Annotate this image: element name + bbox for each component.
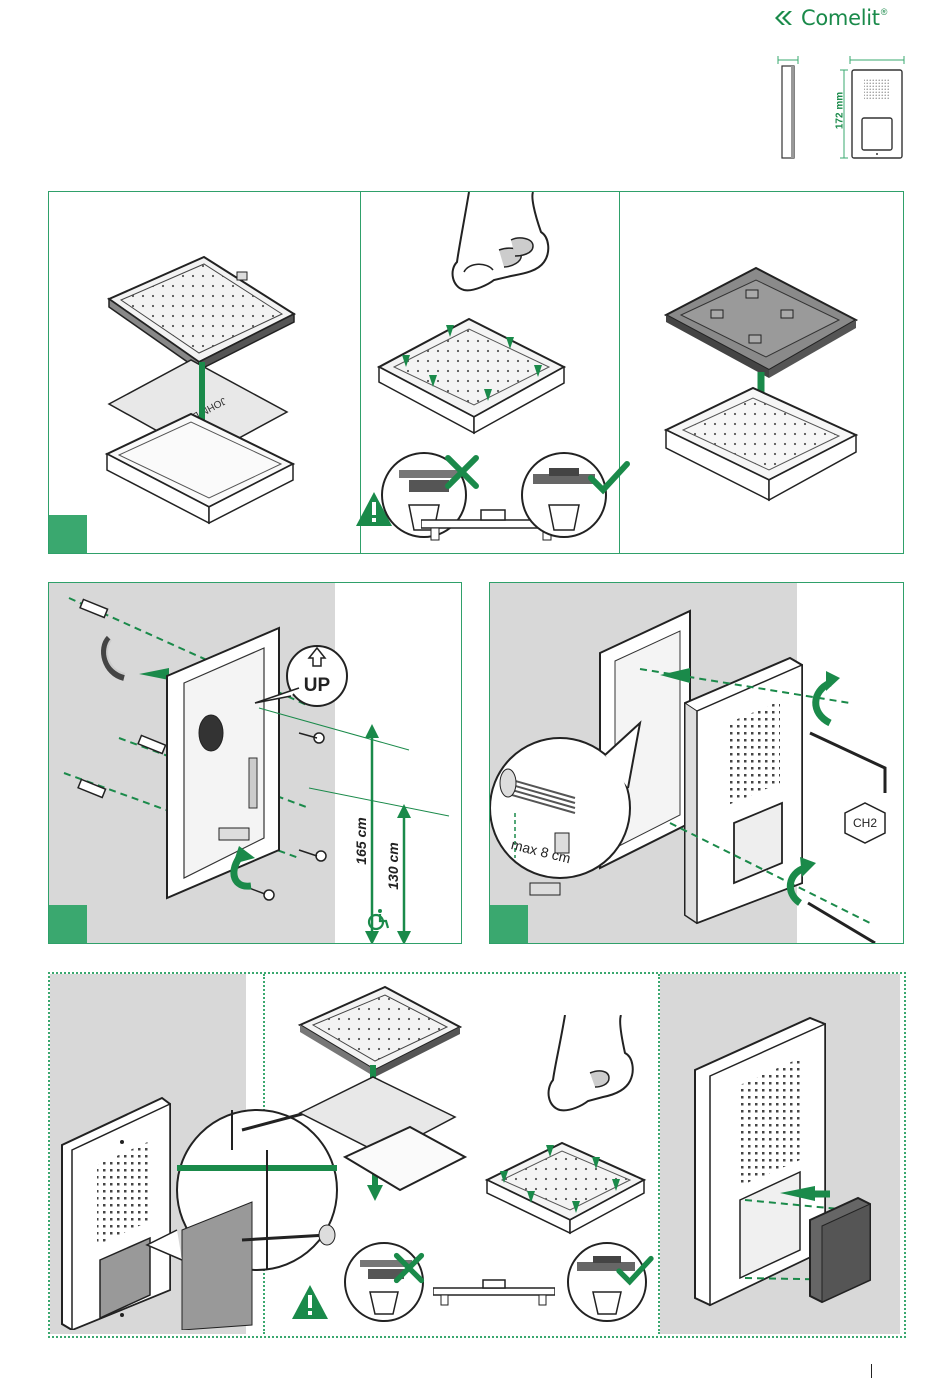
- step-1-tab: [49, 515, 87, 553]
- up-label: UP: [299, 675, 335, 697]
- card-press-diagram: [374, 307, 574, 437]
- height-130-label: 130 cm: [385, 826, 401, 906]
- height-165-label: 165 cm: [353, 801, 369, 881]
- check-icon: [587, 460, 631, 496]
- wheelchair-icon: [367, 908, 389, 932]
- warning-icon: [290, 1283, 330, 1321]
- dimension-height-label: 172 mm: [835, 71, 846, 151]
- step-2-tab: [49, 905, 87, 943]
- cross-icon: [393, 1252, 425, 1284]
- comelit-logo-icon: [775, 10, 797, 26]
- panel-divider: [619, 192, 620, 553]
- brand-name: Comelit: [801, 6, 880, 30]
- cross-icon: [444, 454, 480, 490]
- card-press-diagram: [482, 1135, 652, 1235]
- check-icon: [615, 1255, 655, 1287]
- page-marker: [871, 1364, 872, 1378]
- device-mount-diagram: [490, 583, 903, 943]
- card-insert-exploded-diagram: JOHN DOE: [99, 242, 309, 532]
- tray-diagram: [340, 1110, 470, 1200]
- hand-icon: [449, 192, 559, 300]
- panel-divider: [658, 974, 660, 1334]
- brand-registered-mark: ®: [881, 7, 888, 17]
- brand-logo: Comelit ®: [775, 6, 915, 30]
- cover-assembly-diagram: [661, 260, 861, 510]
- connector-diagram: [433, 1278, 555, 1308]
- hand-icon: [545, 1015, 635, 1120]
- step-3-panel: max 8 cm CH2: [489, 582, 904, 944]
- step-2-panel: UP 165 cm 130 cm: [48, 582, 462, 944]
- step-3-tab: [490, 905, 528, 943]
- hex-key-size-label: CH2: [845, 816, 885, 830]
- step-1-panel: JOHN DOE: [48, 191, 904, 554]
- module-insert-diagram: [690, 1010, 880, 1315]
